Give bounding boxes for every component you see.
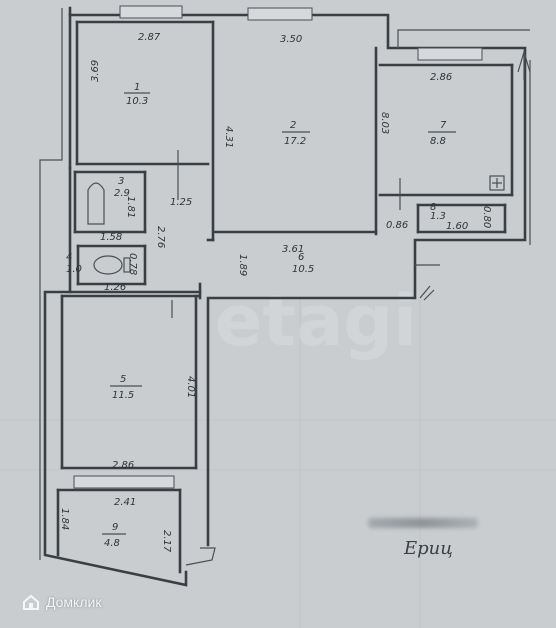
signature: Ериц <box>404 538 453 559</box>
redacted-stamp <box>368 518 478 528</box>
toilet-icon <box>93 255 123 275</box>
dim-wc-side: 0.78 <box>127 253 138 275</box>
vent-icon <box>489 175 505 191</box>
dim-r9-top: 2.41 <box>114 497 136 508</box>
dim-bath-bottom: 1.58 <box>100 232 122 243</box>
room-8-number: 8 <box>430 202 436 213</box>
room-1-number: 1 <box>134 82 140 93</box>
room-4-number: 4 <box>66 252 72 263</box>
room-9-area: 4.8 <box>104 538 120 549</box>
room-1-area: 10.3 <box>126 96 148 107</box>
dimension-labels: 2.87 3.69 3.50 4.31 8.03 2.86 1.81 1.58 … <box>59 32 492 553</box>
house-icon <box>23 594 39 610</box>
dim-corr-side: 2.76 <box>155 226 166 248</box>
room-2-number: 2 <box>290 120 296 131</box>
domclick-logo: Домклик <box>22 594 101 610</box>
dim-r7-top: 2.86 <box>430 72 452 83</box>
room-6-number: 6 <box>298 252 304 263</box>
interior-walls <box>56 20 514 574</box>
dim-closet-bottom: 1.60 <box>446 221 468 232</box>
room-labels: 1 10.3 2 17.2 3 2.9 4 1.0 5 11.5 6 10.5 … <box>66 82 456 549</box>
watermark-text: etagi <box>215 280 417 362</box>
dim-r5-bottom: 2.86 <box>112 460 134 471</box>
dim-r2-right: 8.03 <box>379 112 390 134</box>
paper-grid <box>0 300 556 628</box>
dim-hall-top: 3.61 <box>282 244 304 255</box>
room-6-area: 10.5 <box>292 264 314 275</box>
room-8-area: 1.3 <box>430 211 446 222</box>
dim-hall-side: 1.89 <box>237 254 248 276</box>
room-2-area: 17.2 <box>284 136 306 147</box>
dim-closet-left: 0.86 <box>386 220 408 231</box>
room-5-number: 5 <box>120 374 126 385</box>
windows <box>73 5 483 489</box>
fixtures <box>87 150 505 566</box>
bathtub-icon <box>87 182 105 225</box>
dim-wc-bottom: 1.26 <box>104 282 126 293</box>
room-7-area: 8.8 <box>430 136 446 147</box>
dim-corr-width: 1.25 <box>170 197 192 208</box>
room-3-area: 2.9 <box>114 188 130 199</box>
dim-r9-left: 1.84 <box>59 508 70 530</box>
outer-walls <box>39 6 531 587</box>
room-9-number: 9 <box>112 522 118 533</box>
markers <box>517 49 531 80</box>
dim-closet-right: 0.80 <box>481 206 492 228</box>
dim-r2-top: 3.50 <box>280 34 302 45</box>
dim-bath-side: 1.81 <box>125 196 136 218</box>
dim-r5-right: 4.01 <box>185 376 196 398</box>
room-5-area: 11.5 <box>112 390 134 401</box>
room-4-area: 1.0 <box>66 264 82 275</box>
brand-name: Домклик <box>46 594 102 610</box>
dim-r2-left: 4.31 <box>223 126 234 148</box>
room-7-number: 7 <box>440 120 447 131</box>
dim-r1-top: 2.87 <box>138 32 161 43</box>
dim-r1-left: 3.69 <box>90 60 101 82</box>
dim-r9-right: 2.17 <box>161 530 172 553</box>
room-3-number: 3 <box>118 176 124 187</box>
